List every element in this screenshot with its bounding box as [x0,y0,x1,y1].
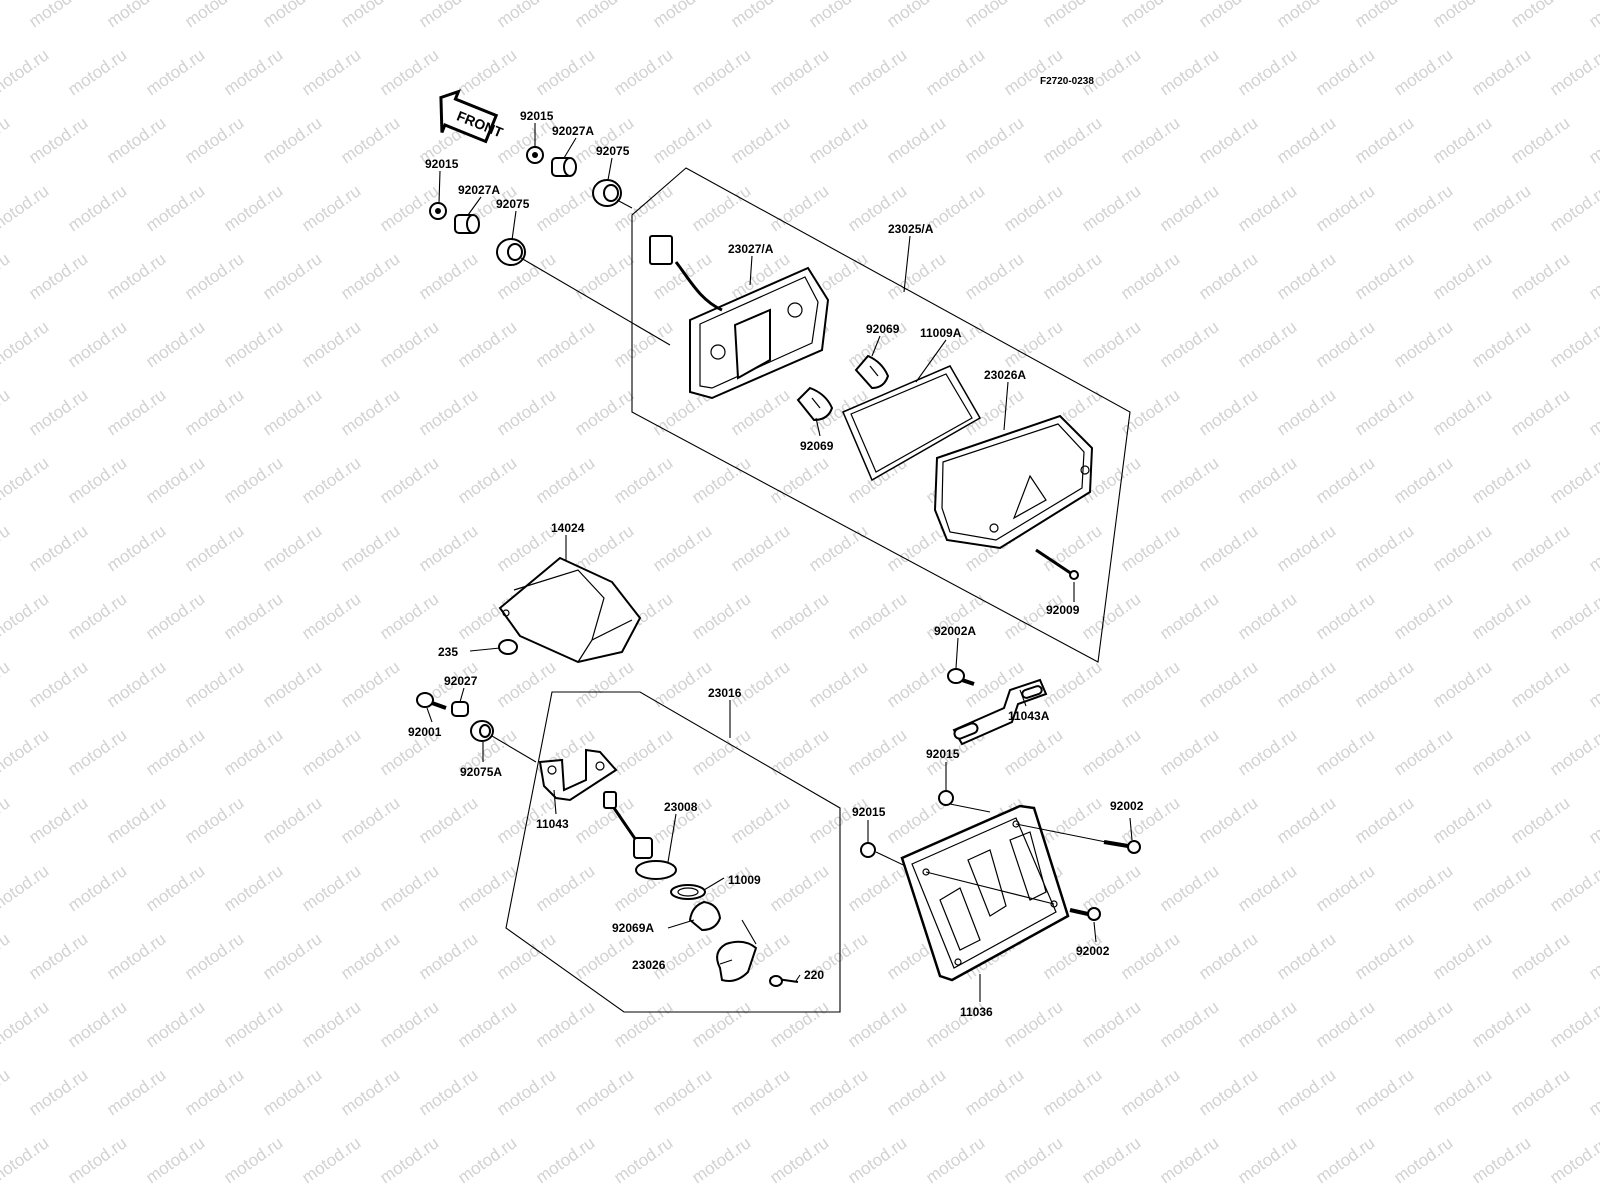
label-235: 235 [438,645,458,659]
label-92002: 92002 [1076,944,1110,958]
label-92069A: 92069A [612,921,654,935]
label-23026: 23026 [632,958,666,972]
cover-14024 [498,556,642,664]
figure-code: F2720-0238 [1040,76,1094,87]
label-14024: 14024 [551,521,585,535]
grommet-92015-right [938,790,954,806]
bracket-11043A [952,678,1048,746]
label-92009: 92009 [1046,603,1080,617]
socket-23008 [603,791,677,880]
front-arrow-icon: FRONT [439,89,506,144]
label-92002: 92002 [1110,799,1144,813]
label-23027A: 23027/A [728,242,774,256]
label-23026A: 23026A [984,368,1026,382]
label-92002A: 92002A [934,624,976,638]
damper-92075-upper [592,179,622,207]
bracket-11043 [538,748,618,802]
screw-220 [769,975,799,987]
label-92001: 92001 [408,725,442,739]
taillight-lens-23026A [933,414,1094,550]
label-11009A: 11009A [920,326,962,340]
label-92027A: 92027A [552,124,594,138]
damper-92075A [470,720,494,742]
bolt-92001 [416,692,447,710]
bulb-92069A [688,900,722,932]
grommet-92015-upper [526,146,544,164]
lens-23026 [716,940,758,982]
label-11043A: 11043A [1008,709,1050,723]
bolt-235 [469,639,518,655]
screw-92009 [1035,548,1079,580]
taillight-assembly-outline [631,167,1131,663]
gasket-11009 [670,884,706,900]
label-11043: 11043 [536,817,569,831]
label-23025A: 23025/A [888,222,934,236]
damper-92075-lower [496,238,526,266]
label-23016: 23016 [708,686,742,700]
grommet-92015-lower [429,202,447,220]
label-92027: 92027 [444,674,478,688]
license-plate-bracket-11036 [900,804,1127,982]
label-11009: 11009 [728,873,761,887]
label-92027A: 92027A [458,183,500,197]
part-labels: 92015 92027A 92075 92015 92027A 92075 23… [408,109,1144,1019]
label-92069: 92069 [800,439,834,453]
collar-92027 [451,701,469,717]
label-11036: 11036 [960,1005,993,1019]
label-92015: 92015 [520,109,554,123]
leader-lines [426,123,1133,1002]
bulb-92069-upper [854,354,890,390]
collar-92027A-upper [551,157,577,177]
label-220: 220 [804,968,824,982]
label-92015: 92015 [926,747,960,761]
license-light-assembly-outline [505,691,841,1013]
label-23008: 23008 [664,800,698,814]
bulb-92069-lower [796,386,834,422]
label-92075: 92075 [596,144,630,158]
label-92015: 92015 [852,805,886,819]
collar-92027A-lower [454,214,480,234]
bolt-92002-upper [1103,840,1141,854]
label-92069: 92069 [866,322,900,336]
grommet-92015-left [860,842,876,858]
bolt-92002-lower [1069,907,1101,921]
label-92075A: 92075A [460,765,502,779]
label-92075: 92075 [496,197,530,211]
gasket-11009A [842,365,982,482]
bolt-92002A [947,668,975,686]
label-92015: 92015 [425,157,459,171]
taillight-housing-23027A [649,235,830,400]
